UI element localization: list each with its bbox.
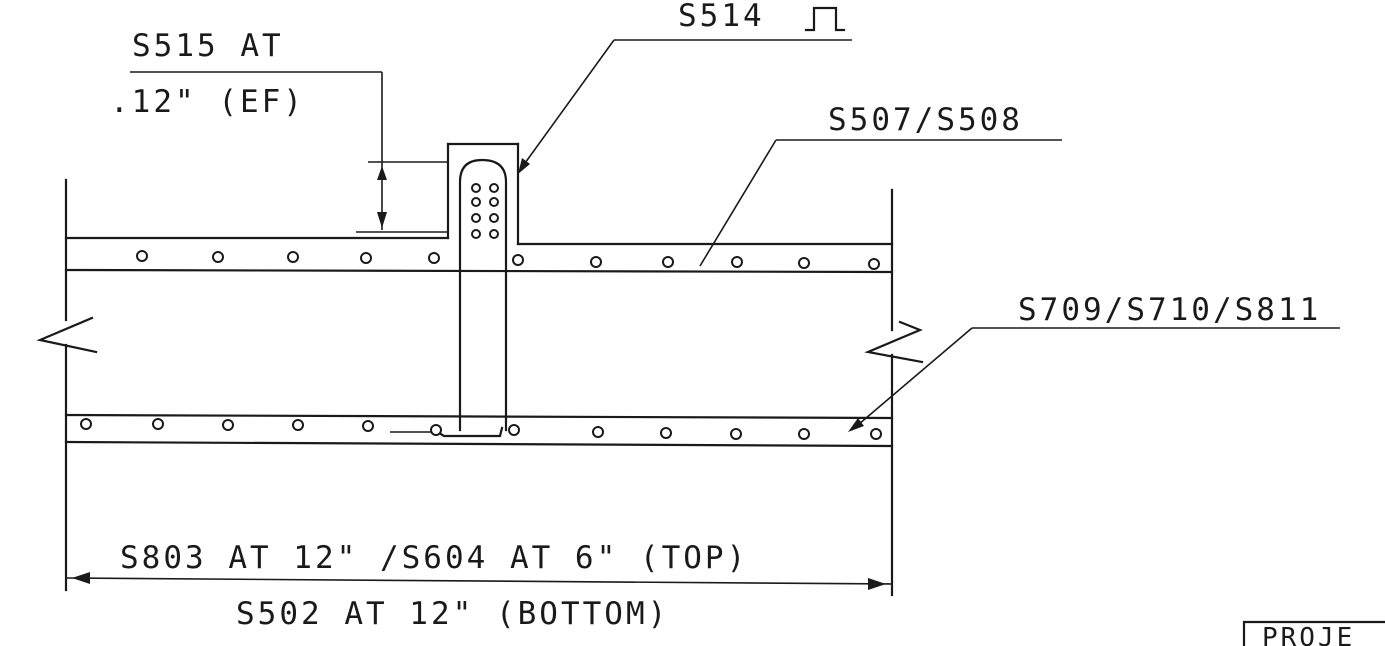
label-s507-s508: S507/S508 xyxy=(828,102,1023,138)
right-break-symbol xyxy=(864,320,924,364)
stirrup-hook xyxy=(432,426,504,438)
title-block-fragment: PROJE xyxy=(1242,620,1385,646)
left-break-symbol xyxy=(36,316,98,354)
stirrup-s514 xyxy=(458,158,508,432)
label-s514: S514 xyxy=(678,0,765,34)
s515-dimension xyxy=(356,72,448,233)
title-block-text: PROJE xyxy=(1262,623,1355,646)
label-s515-line1: S515 AT xyxy=(132,28,284,64)
label-s709-s710-s811: S709/S710/S811 xyxy=(1018,292,1321,328)
slab-outline xyxy=(64,178,894,597)
label-s515-line2: .12" (EF) xyxy=(110,84,305,120)
label-s803-s604-top: S803 AT 12" /S604 AT 6" (TOP) xyxy=(120,540,748,576)
label-s502-bottom: S502 AT 12" (BOTTOM) xyxy=(236,596,669,632)
upstand-wall xyxy=(446,142,520,246)
top-slab-bars xyxy=(136,250,880,270)
leader-lines xyxy=(65,39,1340,590)
stirrup-glyph-icon xyxy=(804,6,846,32)
wall-bars xyxy=(471,183,499,239)
bottom-slab-bars xyxy=(80,418,882,440)
